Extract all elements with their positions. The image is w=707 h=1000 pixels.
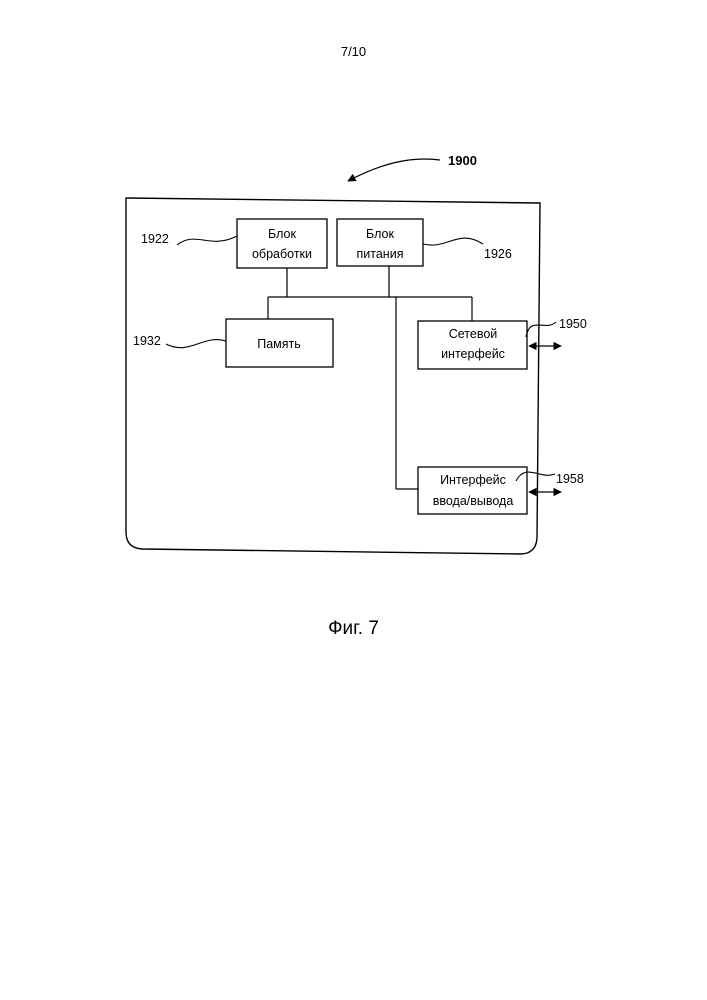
processing-block-label-line1: Блок [268, 227, 296, 241]
power-block-label-line2: питания [357, 247, 404, 261]
processing-block-label-line2: обработки [252, 247, 312, 261]
io-block-label-line2: ввода/вывода [433, 494, 514, 508]
io-ref-label: 1958 [556, 472, 584, 486]
memory-block-label: Память [257, 337, 301, 351]
power-block-label-line1: Блок [366, 227, 394, 241]
io-block-label-line1: Интерфейс [440, 473, 506, 487]
network-block-label-line1: Сетевой [449, 327, 498, 341]
device-ref-label: 1900 [448, 153, 477, 168]
processing-leader [177, 236, 237, 245]
power-ref-label: 1926 [484, 247, 512, 261]
block-diagram: 1900 Блок обработки 1922 Блок питания 19… [0, 0, 707, 700]
power-leader [423, 238, 483, 245]
connection-lines [268, 266, 472, 489]
processing-ref-label: 1922 [141, 232, 169, 246]
network-block-label-line2: интерфейс [441, 347, 505, 361]
network-leader [526, 322, 556, 337]
device-pointer-arrow [348, 159, 440, 181]
network-ref-label: 1950 [559, 317, 587, 331]
memory-ref-label: 1932 [133, 334, 161, 348]
memory-leader [166, 340, 226, 348]
figure-caption: Фиг. 7 [0, 618, 707, 640]
